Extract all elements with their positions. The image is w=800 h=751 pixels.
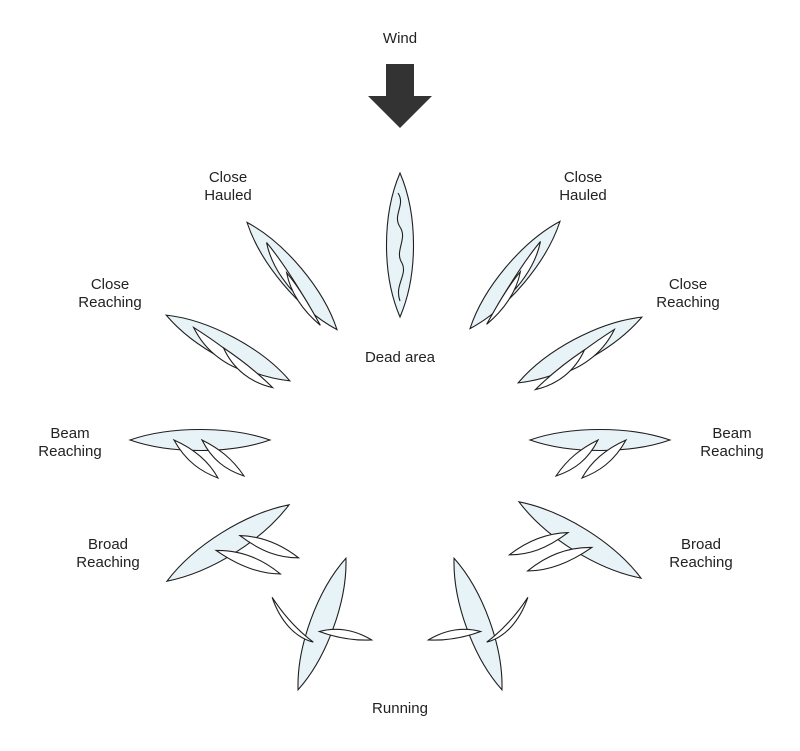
label-wind: Wind bbox=[370, 30, 430, 48]
beam-reaching-right-line1: Beam bbox=[712, 425, 752, 442]
boat-close-hauled-right bbox=[469, 220, 561, 330]
beam-reaching-left-line1: Beam bbox=[50, 425, 90, 442]
beam-reaching-right-line2: Reaching bbox=[700, 443, 764, 460]
boat-broad-reaching-left bbox=[165, 504, 301, 582]
running-text: Running bbox=[372, 700, 428, 717]
close-hauled-right-line2: Hauled bbox=[559, 187, 607, 204]
close-hauled-left-line2: Hauled bbox=[204, 187, 252, 204]
wind-text: Wind bbox=[382, 30, 418, 47]
label-close-reaching-right: Close Reaching bbox=[643, 276, 733, 312]
label-broad-reaching-right: Broad Reaching bbox=[656, 536, 746, 572]
boat-beam-reaching-right bbox=[528, 429, 672, 480]
beam-reaching-left-line2: Reaching bbox=[38, 443, 102, 460]
boat-beam-reaching-left bbox=[128, 429, 272, 480]
boat-dead-area bbox=[386, 171, 414, 319]
dead-area-text: Dead area bbox=[364, 349, 436, 366]
label-close-hauled-right: Close Hauled bbox=[543, 169, 623, 205]
label-running: Running bbox=[350, 700, 450, 718]
close-reaching-left-line1: Close bbox=[90, 276, 130, 293]
broad-reaching-right-line1: Broad bbox=[680, 536, 722, 553]
label-beam-reaching-left: Beam Reaching bbox=[25, 425, 115, 461]
label-beam-reaching-right: Beam Reaching bbox=[687, 425, 777, 461]
close-hauled-right-line1: Close bbox=[563, 169, 603, 186]
wind-arrow-icon bbox=[368, 64, 432, 128]
close-reaching-right-line1: Close bbox=[668, 276, 708, 293]
close-reaching-right-line2: Reaching bbox=[656, 294, 720, 311]
boat-running-right bbox=[426, 556, 529, 692]
boat-close-reaching-right bbox=[516, 316, 644, 391]
boat-broad-reaching-right bbox=[507, 501, 643, 579]
broad-reaching-left-line2: Reaching bbox=[76, 554, 140, 571]
label-close-hauled-left: Close Hauled bbox=[188, 169, 268, 205]
close-hauled-left-line1: Close bbox=[208, 169, 248, 186]
close-reaching-left-line2: Reaching bbox=[78, 294, 142, 311]
label-close-reaching-left: Close Reaching bbox=[65, 276, 155, 312]
boat-running-left bbox=[271, 556, 374, 692]
broad-reaching-right-line2: Reaching bbox=[669, 554, 733, 571]
boat-close-reaching-left bbox=[164, 314, 292, 389]
label-broad-reaching-left: Broad Reaching bbox=[63, 536, 153, 572]
broad-reaching-left-line1: Broad bbox=[87, 536, 129, 553]
boat-close-hauled-left bbox=[246, 221, 338, 331]
label-dead-area: Dead area bbox=[350, 349, 450, 367]
